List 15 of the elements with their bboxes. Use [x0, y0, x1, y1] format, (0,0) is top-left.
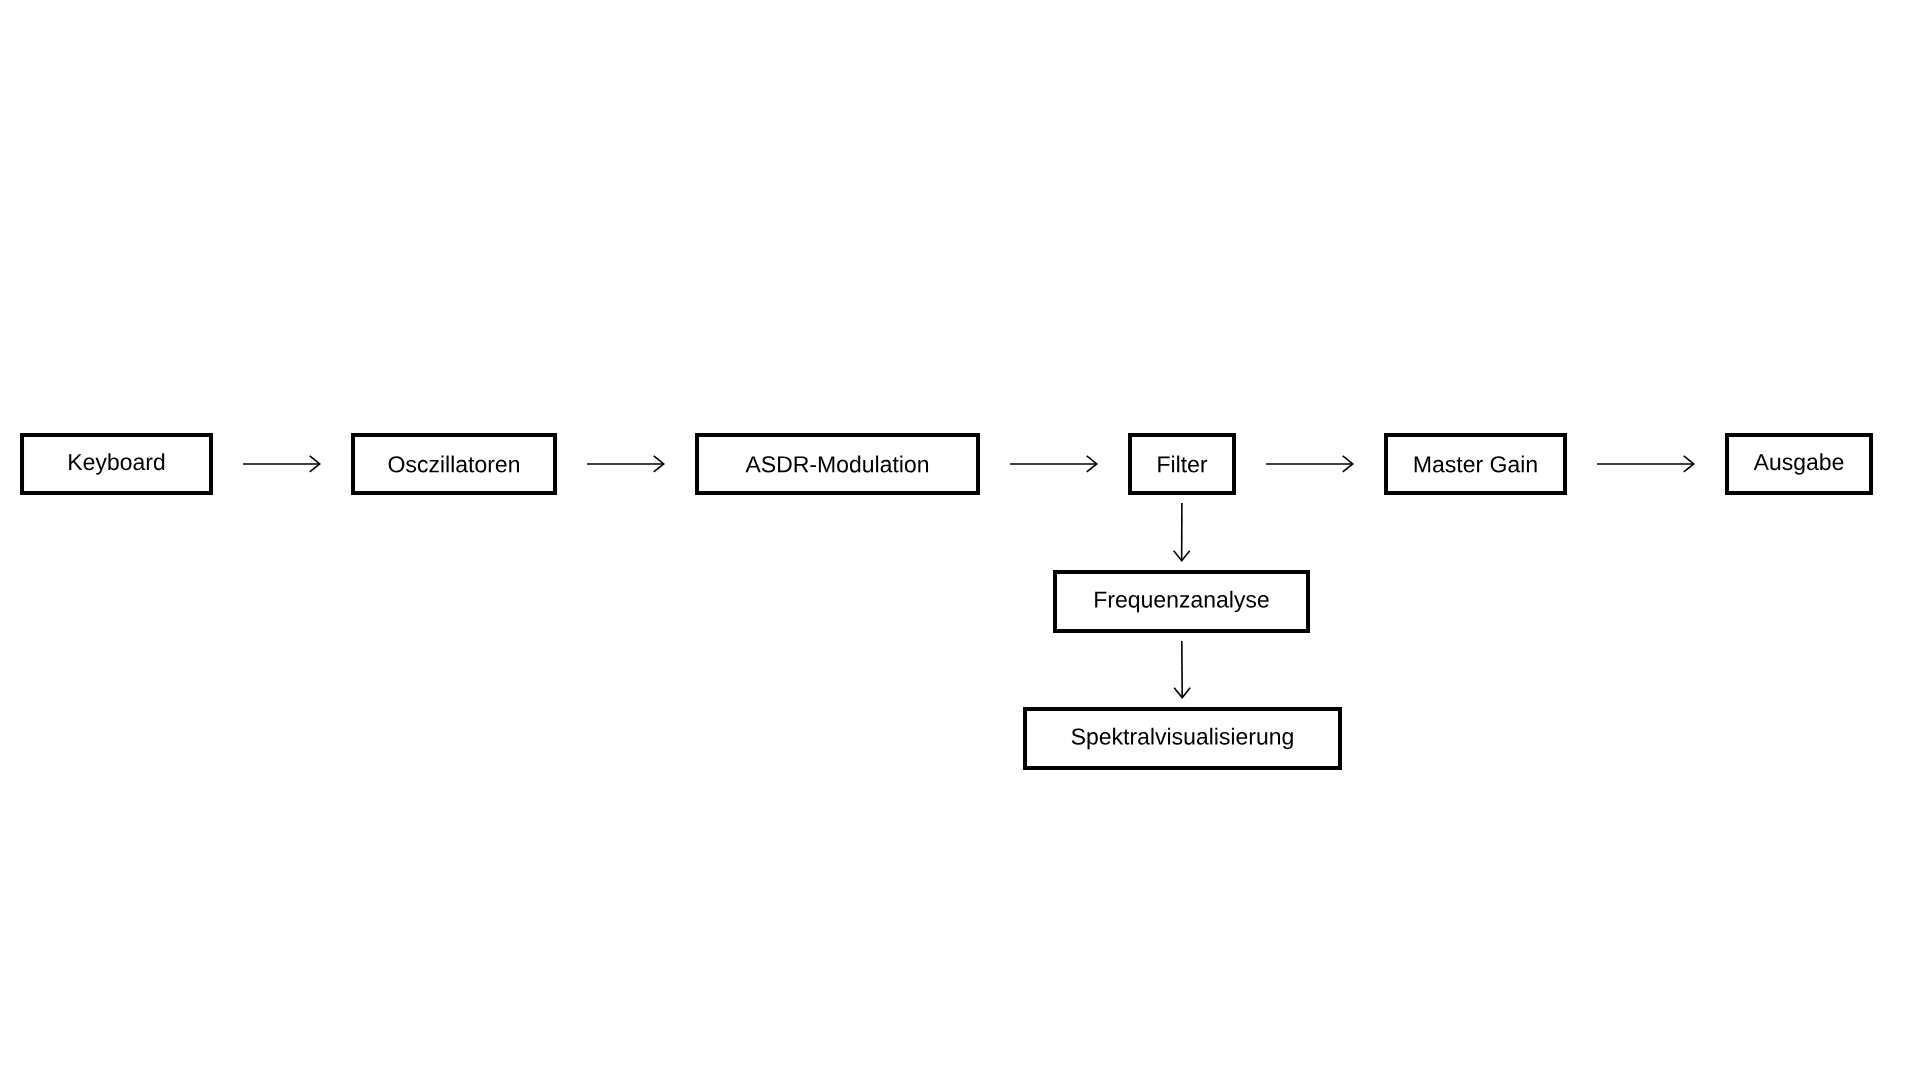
arrow [242, 455, 322, 473]
arrow [586, 455, 666, 473]
process-box: Ausgabe [1725, 433, 1873, 495]
process-box: Spektralvisualisierung [1023, 707, 1342, 770]
process-box: Filter [1128, 433, 1236, 495]
process-box: Keyboard [20, 433, 213, 495]
process-box: Osczillatoren [351, 433, 557, 495]
process-box: Master Gain [1384, 433, 1567, 495]
process-box: Frequenzanalyse [1053, 570, 1310, 633]
arrow [1596, 455, 1696, 473]
arrow [1173, 640, 1191, 699]
arrow [1172, 502, 1191, 562]
arrow [1265, 455, 1354, 473]
process-box: ASDR-Modulation [695, 433, 980, 495]
arrow [1009, 455, 1098, 473]
